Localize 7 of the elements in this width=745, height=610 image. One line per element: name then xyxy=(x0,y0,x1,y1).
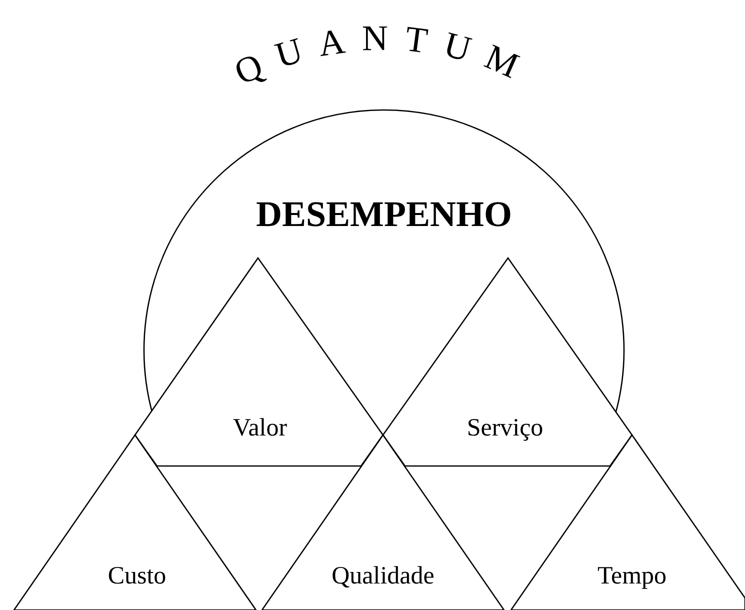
segment-label: Valor xyxy=(232,414,288,442)
segment-label: Custo xyxy=(108,562,166,590)
segment-label: Serviço xyxy=(466,414,544,442)
segment-label: Tempo xyxy=(597,562,667,590)
circle-title: DESEMPENHO xyxy=(256,195,512,235)
segment-label: Qualidade xyxy=(332,562,434,590)
arched-title: QUANTUM xyxy=(228,18,540,92)
